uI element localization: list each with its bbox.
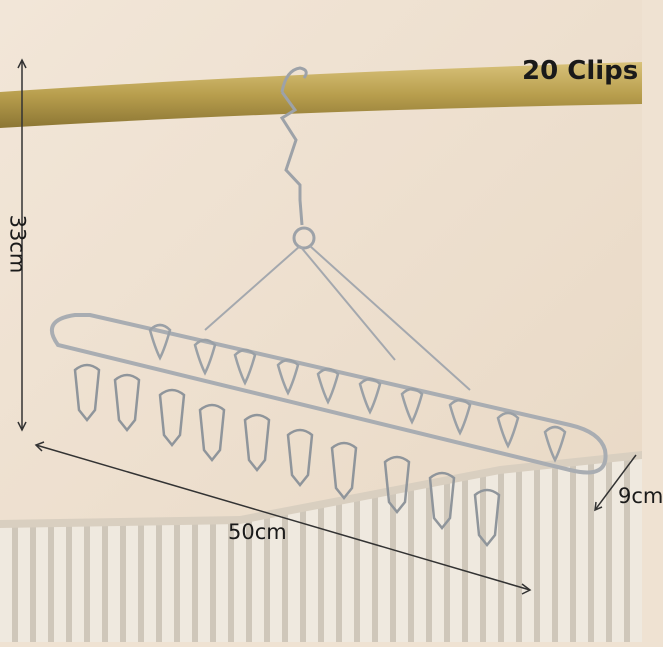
clip-count-title: 20 Clips (522, 56, 639, 86)
radiator-background (0, 455, 642, 642)
dimension-lines (17, 58, 637, 595)
radiator-top (0, 451, 642, 528)
top-hook (279, 66, 316, 250)
height-dimension-label: 33cm (5, 214, 30, 274)
suspension-wires (204, 245, 471, 391)
oval-frame (49, 313, 608, 475)
hanger-illustration (0, 0, 642, 642)
clips-row-back (148, 323, 567, 463)
width-dimension-label: 50cm (228, 520, 287, 544)
depth-dimension-label: 9cm (618, 484, 663, 508)
clips-row-front (73, 363, 501, 548)
gold-rail (0, 62, 642, 128)
